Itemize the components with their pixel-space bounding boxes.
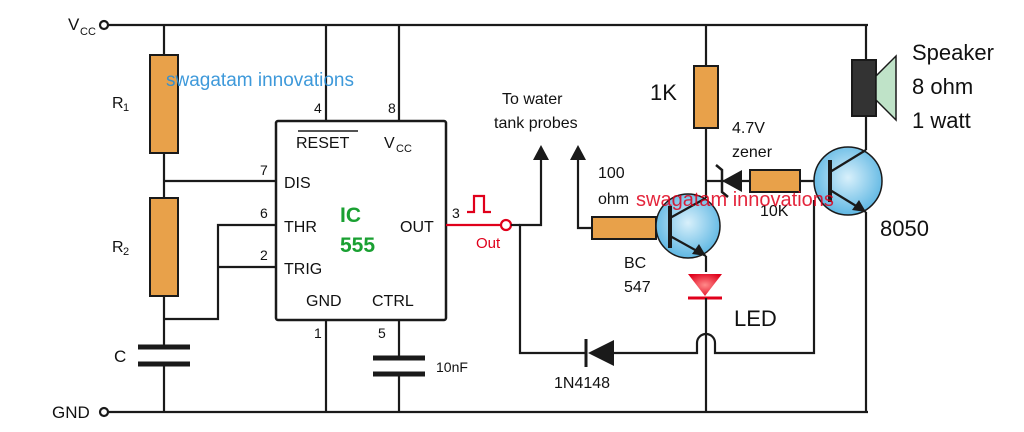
q8050-label: 8050 xyxy=(880,216,929,241)
watermarks: swagatam innovations swagatam innovation… xyxy=(166,70,834,211)
zener-label-line2: zener xyxy=(732,144,773,161)
pin7-number: 7 xyxy=(260,162,268,178)
c-label: C xyxy=(114,347,126,366)
pin-thr-label: THR xyxy=(284,219,317,236)
bc547-stage xyxy=(591,25,722,412)
pin5-number: 5 xyxy=(378,325,386,341)
r1-resistor xyxy=(149,54,179,154)
pin4-number: 4 xyxy=(314,100,322,116)
pin-trig-label: TRIG xyxy=(284,261,322,278)
speaker-icon xyxy=(851,59,877,117)
zener-diode xyxy=(722,170,742,192)
zener-label-line1: 4.7V xyxy=(732,120,765,137)
labels: V CC GND R 1 R 2 C 4 8 7 6 2 3 1 5 RESET… xyxy=(52,15,994,422)
out-node xyxy=(499,218,513,232)
watermark-top: swagatam innovations xyxy=(166,70,354,91)
timing-chain xyxy=(138,25,276,412)
pin8-number: 8 xyxy=(388,100,396,116)
watermark-bottom: swagatam innovations xyxy=(636,189,834,211)
gnd-label: GND xyxy=(52,403,90,422)
pin2-number: 2 xyxy=(260,247,268,263)
r2-resistor xyxy=(149,197,179,297)
probe-arrow-right xyxy=(570,145,586,160)
vcc-rail xyxy=(98,19,868,31)
square-wave-icon xyxy=(467,194,491,214)
pin-vcc-sub-label: CC xyxy=(396,143,412,155)
bc547-label-line2: 547 xyxy=(624,279,651,296)
probes-label-line1: To water xyxy=(502,91,563,108)
r1-label: R xyxy=(112,95,124,112)
r1-sub-label: 1 xyxy=(123,102,129,114)
r10k-label: 10K xyxy=(760,203,789,220)
pin6-number: 6 xyxy=(260,205,268,221)
vcc-sub-label: CC xyxy=(80,26,96,38)
output-path xyxy=(446,145,592,355)
pin-out-label: OUT xyxy=(400,219,434,236)
speaker-label-line1: Speaker xyxy=(912,40,994,65)
r1k-resistor xyxy=(693,65,719,129)
led-label: LED xyxy=(734,306,777,331)
r100-label-line2: ohm xyxy=(598,191,629,208)
speaker-label-line3: 1 watt xyxy=(912,108,971,133)
diode-label: 1N4148 xyxy=(554,375,610,392)
pin-gnd-label: GND xyxy=(306,293,342,310)
gnd-terminal xyxy=(98,406,110,418)
bc547-label-line1: BC xyxy=(624,255,646,272)
speaker-label-line2: 8 ohm xyxy=(912,74,973,99)
r100-label-line1: 100 xyxy=(598,165,625,182)
out-label: Out xyxy=(476,235,501,252)
vcc-terminal xyxy=(98,19,110,31)
cap-10nf-label: 10nF xyxy=(436,359,468,375)
output-stage xyxy=(706,25,897,412)
ic-name-label: IC xyxy=(340,204,361,227)
r1k-label: 1K xyxy=(650,80,677,105)
r100-resistor xyxy=(591,216,657,240)
ic-number-label: 555 xyxy=(340,234,375,257)
pin-dis-label: DIS xyxy=(284,175,311,192)
r2-sub-label: 2 xyxy=(123,246,129,258)
gnd-rail xyxy=(98,406,868,418)
ic-555 xyxy=(274,25,448,412)
vcc-label: V xyxy=(68,15,80,34)
probes-label-line2: tank probes xyxy=(494,115,578,132)
led xyxy=(688,274,722,296)
probe-arrow-left xyxy=(533,145,549,160)
pin3-number: 3 xyxy=(452,205,460,221)
r2-label: R xyxy=(112,239,124,256)
pin1-number: 1 xyxy=(314,325,322,341)
diode-1n4148 xyxy=(584,200,816,367)
pin-vcc-label: V xyxy=(384,135,395,152)
pin-reset-label: RESET xyxy=(296,135,350,152)
pin-ctrl-label: CTRL xyxy=(372,293,414,310)
